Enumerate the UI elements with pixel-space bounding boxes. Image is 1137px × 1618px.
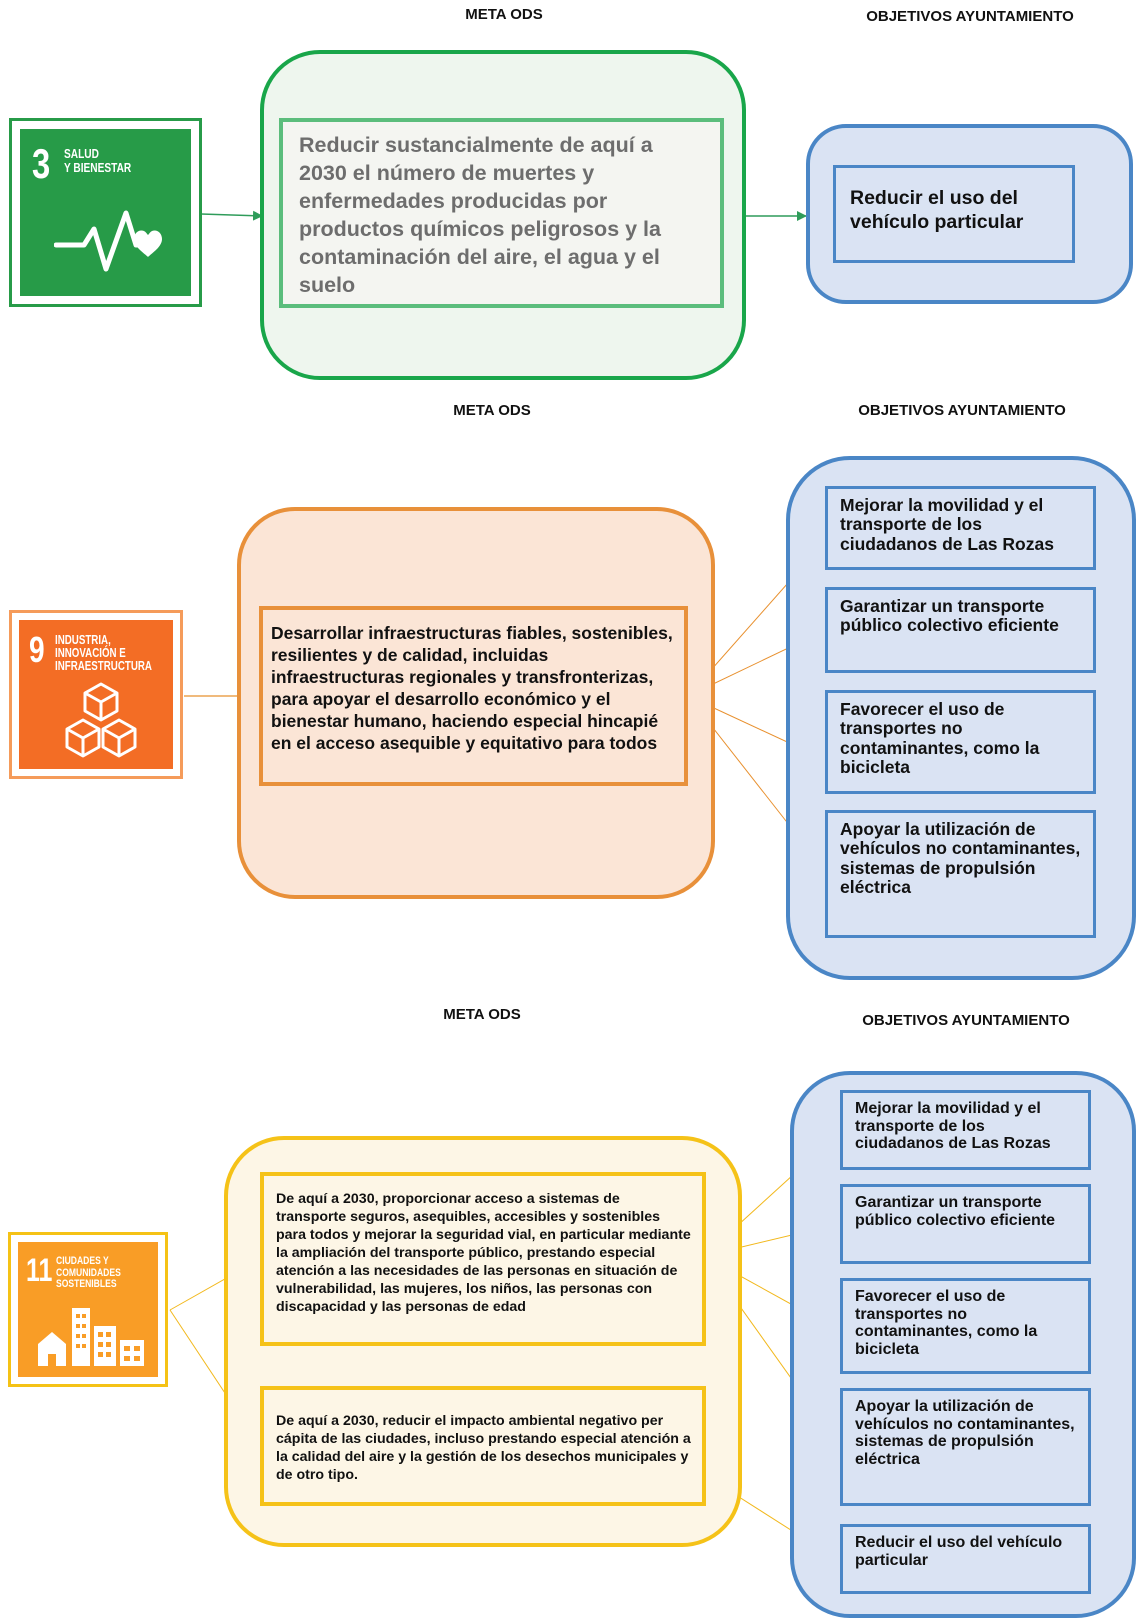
objetivos-header: OBJETIVOS AYUNTAMIENTO (866, 8, 1074, 25)
objetivos-frame-sdg9 (786, 456, 1136, 980)
sdg11-card: 11 CIUDADES Y COMUNIDADES SOSTENIBLES (8, 1232, 168, 1387)
meta-header: META ODS (443, 1006, 521, 1023)
cubes-icon (65, 682, 137, 758)
objetivo-box: Apoyar la utilización de vehículos no co… (825, 810, 1096, 938)
objetivo-text: Garantizar un transporte público colecti… (840, 596, 1059, 636)
sdg-number: 11 (26, 1252, 53, 1288)
objetivo-text: Favorecer el uso de transportes no conta… (855, 1288, 1038, 1358)
objetivo-text: Apoyar la utilización de vehículos no co… (855, 1398, 1075, 1468)
meta-box: Reducir sustancialmente de aquí a 2030 e… (279, 118, 724, 308)
objetivo-text: Apoyar la utilización de vehículos no co… (840, 819, 1081, 897)
meta-box: De aquí a 2030, reducir el impacto ambie… (260, 1386, 706, 1506)
objetivo-text: Reducir el uso del vehículo particular (855, 1534, 1063, 1569)
objetivo-box: Mejorar la movilidad y el transporte de … (840, 1090, 1091, 1170)
objetivo-box: Garantizar un transporte público colecti… (840, 1184, 1091, 1264)
sdg3-tile: 3 SALUD Y BIENESTAR (20, 129, 191, 296)
meta-box: De aquí a 2030, proporcionar acceso a si… (260, 1172, 706, 1346)
city-icon (38, 1308, 144, 1366)
sdg9-card: 9 INDUSTRIA, INNOVACIÓN E INFRAESTRUCTUR… (9, 610, 183, 779)
meta-header: META ODS (453, 402, 531, 419)
meta-text: De aquí a 2030, proporcionar acceso a si… (276, 1191, 691, 1316)
sdg3-card: 3 SALUD Y BIENESTAR (9, 118, 202, 307)
objetivo-box: Reducir el uso del vehículo particular (833, 165, 1075, 263)
sdg11-tile: 11 CIUDADES Y COMUNIDADES SOSTENIBLES (18, 1242, 158, 1377)
objetivo-box: Reducir el uso del vehículo particular (840, 1524, 1091, 1594)
objetivo-text: Garantizar un transporte público colecti… (855, 1194, 1056, 1229)
objetivo-text: Reducir el uso del vehículo particular (850, 187, 1024, 234)
connector-sdg3-meta (200, 210, 263, 221)
objetivos-header: OBJETIVOS AYUNTAMIENTO (858, 402, 1066, 419)
objetivo-box: Favorecer el uso de transportes no conta… (840, 1278, 1091, 1374)
meta-text: De aquí a 2030, reducir el impacto ambie… (276, 1413, 691, 1484)
objetivo-text: Mejorar la movilidad y el transporte de … (840, 495, 1054, 554)
sdg9-tile: 9 INDUSTRIA, INNOVACIÓN E INFRAESTRUCTUR… (19, 620, 173, 769)
objetivo-box: Mejorar la movilidad y el transporte de … (825, 486, 1096, 570)
sdg-name: SALUD Y BIENESTAR (64, 146, 132, 175)
sdg-name: INDUSTRIA, INNOVACIÓN E INFRAESTRUCTURA (55, 633, 152, 674)
meta-header: META ODS (465, 6, 543, 23)
objetivo-box: Favorecer el uso de transportes no conta… (825, 690, 1096, 794)
heartbeat-icon (54, 210, 162, 272)
objetivos-header: OBJETIVOS AYUNTAMIENTO (862, 1012, 1070, 1029)
objetivo-text: Favorecer el uso de transportes no conta… (840, 699, 1040, 777)
sdg-name: CIUDADES Y COMUNIDADES SOSTENIBLES (56, 1255, 121, 1291)
sdg-number: 9 (29, 629, 45, 670)
meta-text: Reducir sustancialmente de aquí a 2030 e… (299, 133, 661, 297)
objetivo-text: Mejorar la movilidad y el transporte de … (855, 1100, 1051, 1153)
sdg-number: 3 (32, 140, 51, 187)
objetivo-box: Apoyar la utilización de vehículos no co… (840, 1388, 1091, 1506)
meta-text: Desarrollar infraestructuras fiables, so… (271, 623, 673, 754)
objetivo-box: Garantizar un transporte público colecti… (825, 587, 1096, 673)
objetivos-frame-sdg3 (806, 124, 1133, 304)
meta-box: Desarrollar infraestructuras fiables, so… (259, 606, 688, 786)
